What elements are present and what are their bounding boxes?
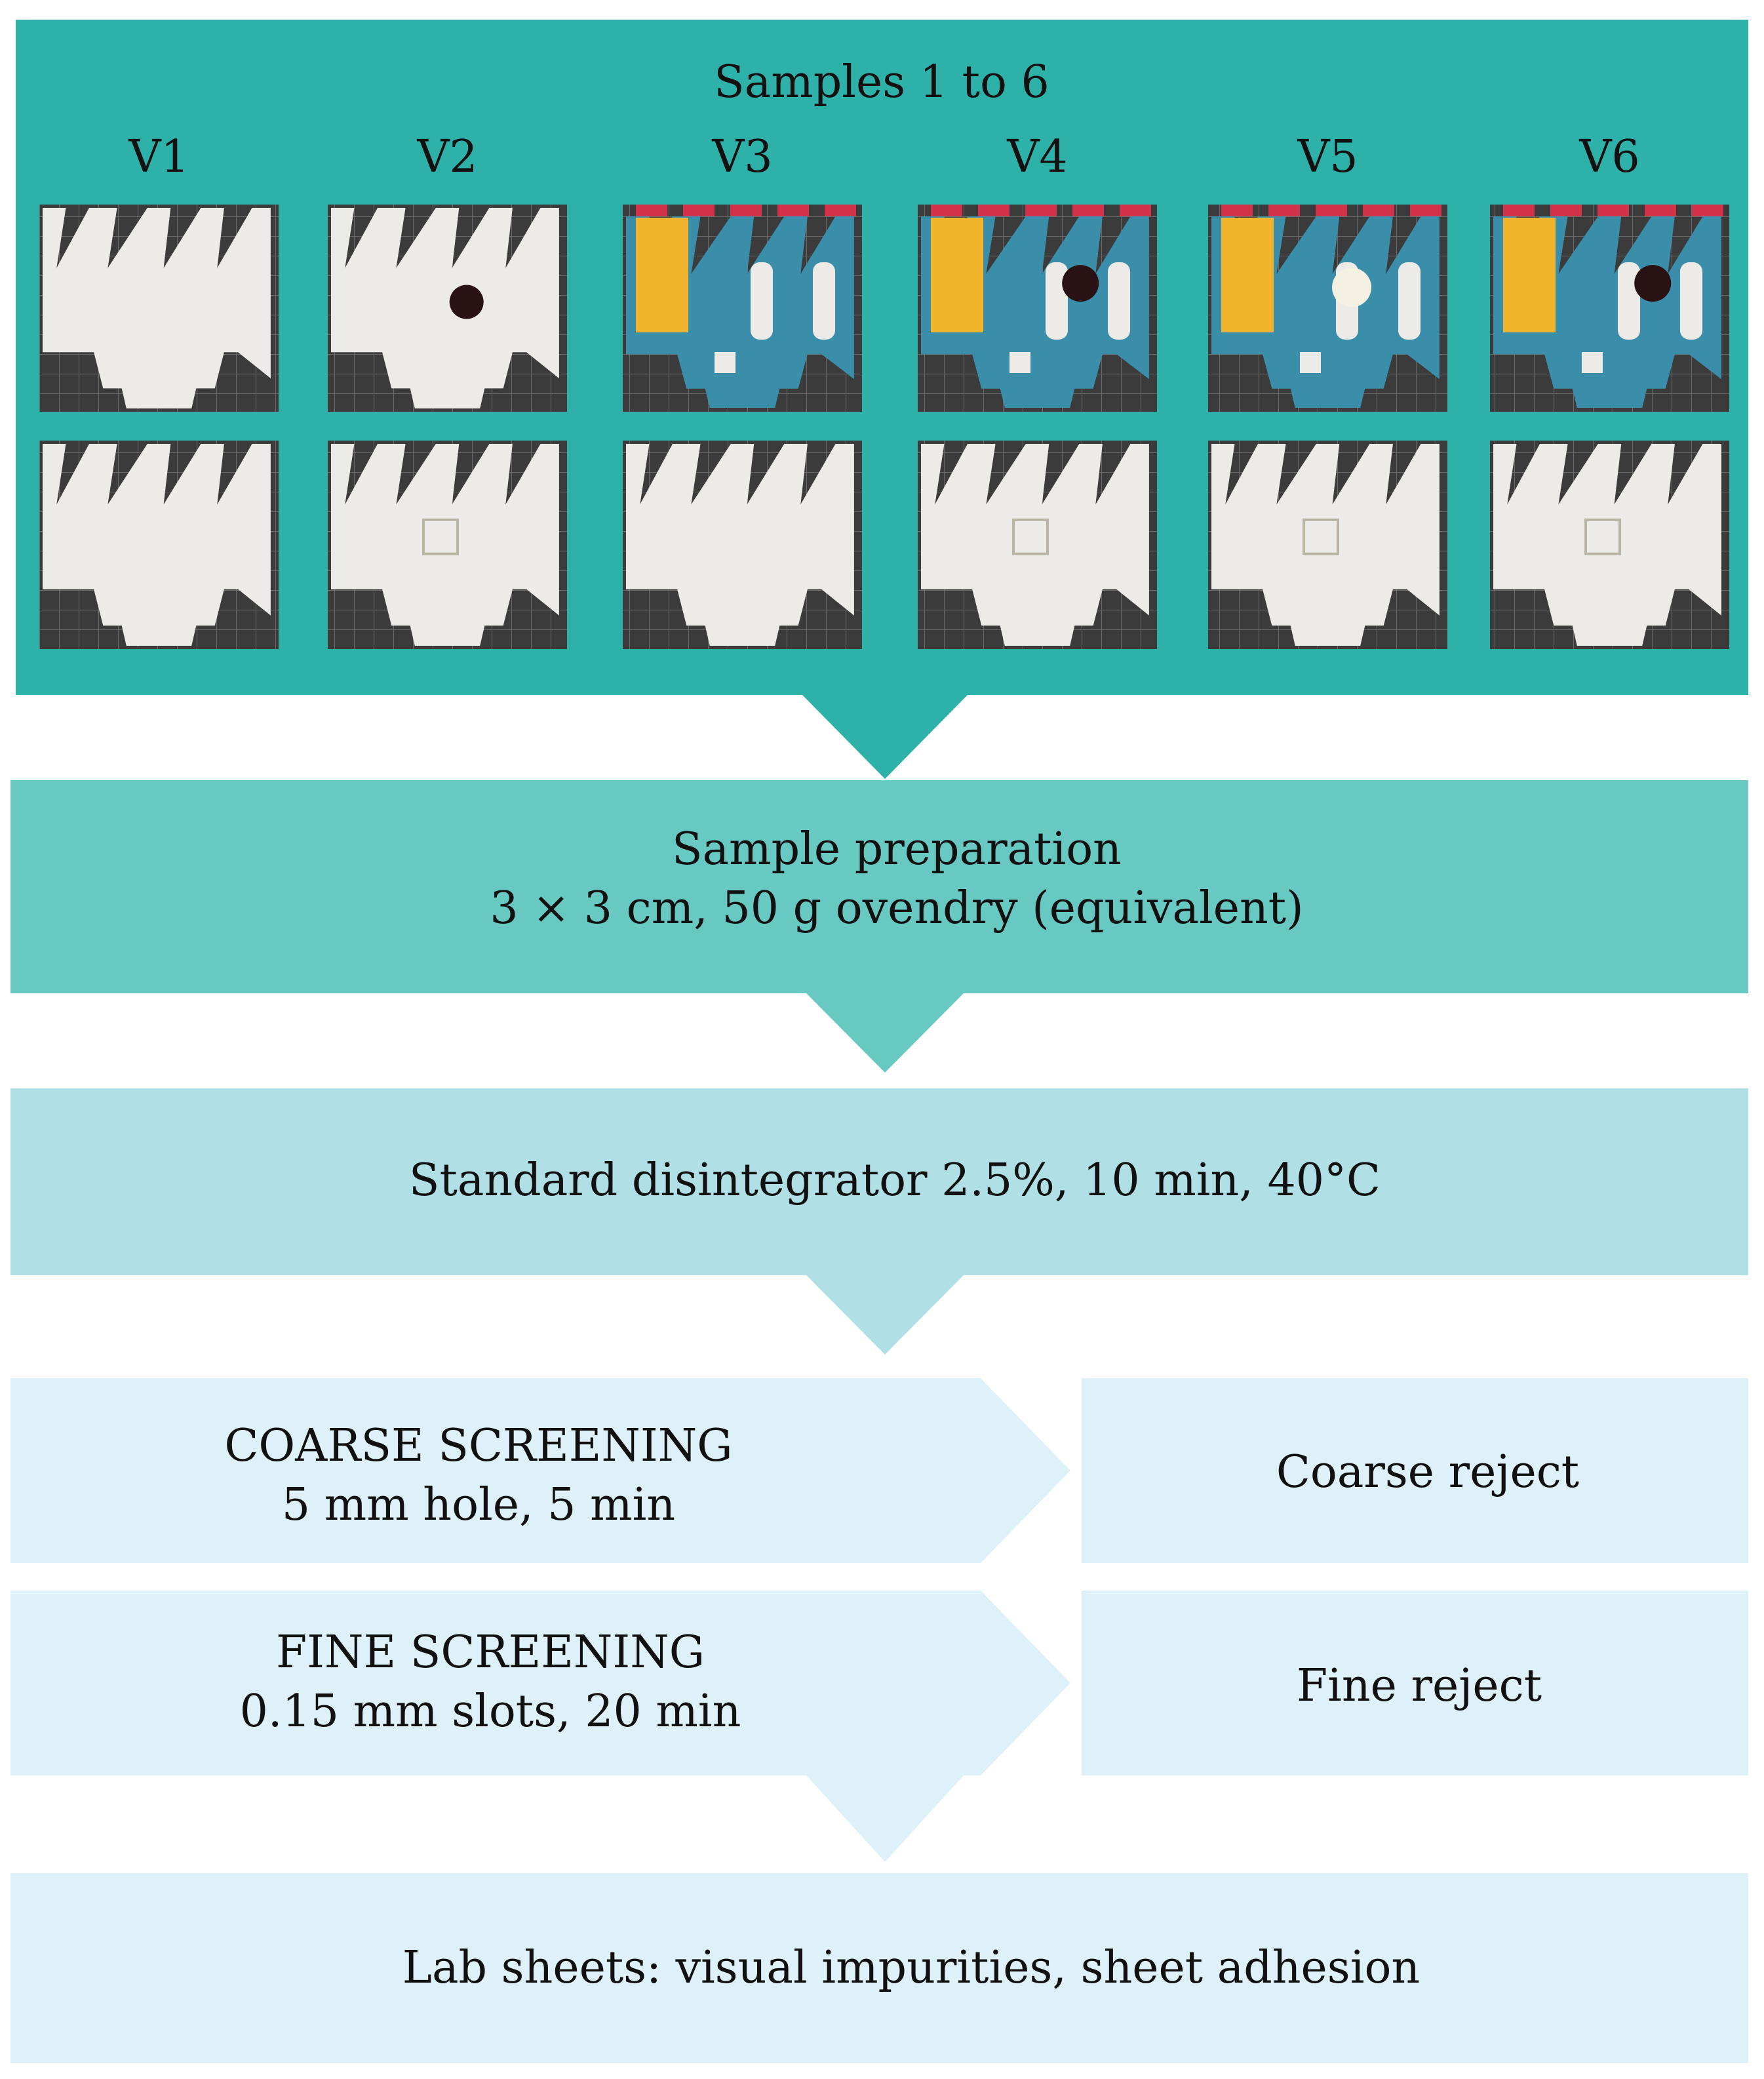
- preparation-title: Sample preparation: [672, 823, 1122, 875]
- disintegrator-step: Standard disintegrator 2.5%, 10 min, 40°…: [409, 1155, 1381, 1206]
- variant-labels: V1 V2 V3 V4 V5 V6: [128, 131, 1639, 183]
- photo-top-v4: [918, 205, 1157, 412]
- coarse-screening-detail: 5 mm hole, 5 min: [282, 1479, 675, 1531]
- fine-screening-detail: 0.15 mm slots, 20 min: [240, 1686, 741, 1737]
- photo-bottom-v5: [1208, 441, 1447, 649]
- photo-top-v6: [1490, 205, 1729, 412]
- photo-bottom-v4: [918, 441, 1157, 649]
- fine-reject-label: Fine reject: [1297, 1660, 1542, 1712]
- preparation-detail: 3 × 3 cm, 50 g ovendry (equivalent): [490, 882, 1303, 934]
- photo-bottom-v3: [623, 441, 862, 649]
- photo-top-v3: [623, 205, 862, 412]
- coarse-reject-block: [1082, 1378, 1748, 1563]
- photo-bottom-v1: [39, 441, 279, 649]
- coarse-reject-label: Coarse reject: [1276, 1446, 1579, 1498]
- variant-label-v3: V3: [711, 131, 772, 183]
- variant-label-v4: V4: [1006, 131, 1067, 183]
- variant-label-v2: V2: [416, 131, 477, 183]
- variant-label-v5: V5: [1297, 131, 1358, 183]
- photo-bottom-v6: [1490, 441, 1729, 649]
- samples-title: Samples 1 to 6: [714, 56, 1049, 108]
- coarse-screening-block: [10, 1378, 1070, 1563]
- variant-label-v1: V1: [128, 131, 189, 183]
- lab-sheets-block: [10, 1873, 1748, 2063]
- fine-screening-block: [10, 1591, 1070, 1862]
- fine-reject-block: [1082, 1591, 1748, 1775]
- sample-photos: [39, 205, 1729, 649]
- photo-bottom-v2: [328, 441, 567, 649]
- coarse-screening-title: COARSE SCREENING: [224, 1420, 732, 1472]
- disintegrator-block: [10, 1088, 1748, 1355]
- photo-top-v5: [1208, 205, 1447, 412]
- preparation-block: [10, 780, 1748, 1073]
- photo-top-v1: [39, 205, 279, 412]
- lab-sheets-label: Lab sheets: visual impurities, sheet adh…: [402, 1942, 1420, 1994]
- variant-label-v6: V6: [1578, 131, 1639, 183]
- photo-top-v2: [328, 205, 567, 412]
- fine-screening-title: FINE SCREENING: [276, 1627, 705, 1678]
